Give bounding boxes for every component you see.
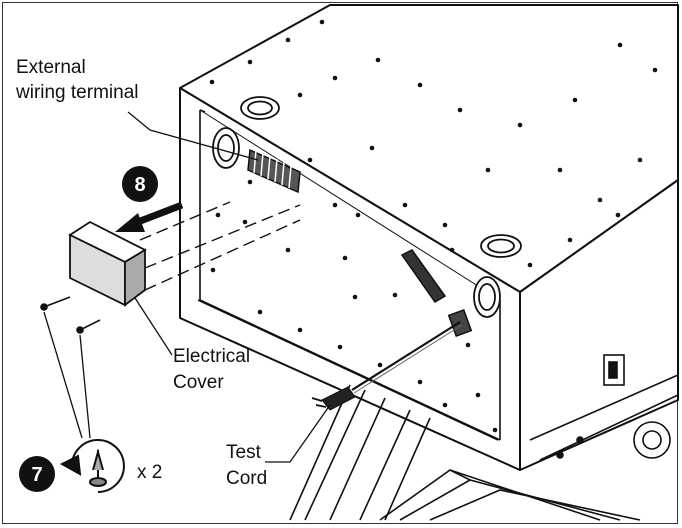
test-cord-label-line1: Test <box>226 442 262 463</box>
screw-quantity: x 2 <box>137 462 162 483</box>
leader-lines <box>43 111 331 463</box>
rotation-icon <box>59 439 125 493</box>
projection-lines <box>139 201 301 291</box>
panel-screws <box>210 157 498 433</box>
unit-side-face <box>519 179 679 471</box>
screws <box>40 296 101 334</box>
step-8-number: 8 <box>134 174 145 196</box>
knockout-holes <box>212 96 522 318</box>
test-cord <box>311 321 463 411</box>
test-cord-label-line2: Cord <box>226 468 267 489</box>
step-7-number: 7 <box>31 464 42 486</box>
top-face-bolts <box>209 19 658 268</box>
step-7-badge: 7 <box>19 456 55 492</box>
electrical-cover <box>68 220 147 307</box>
remove-arrow <box>115 201 184 232</box>
side-face-details <box>529 354 679 461</box>
panel-recess <box>197 109 501 441</box>
step-8-badge: 8 <box>122 166 158 202</box>
terminal-block <box>247 148 301 194</box>
electrical-cover-label-line2: Cover <box>173 372 224 393</box>
electrical-cover-label-line1: Electrical <box>173 346 250 367</box>
external-wiring-label-line2: wiring terminal <box>15 82 138 103</box>
base-rails <box>289 384 641 521</box>
unit-housing <box>179 4 679 471</box>
external-wiring-label-line1: External <box>16 57 86 78</box>
